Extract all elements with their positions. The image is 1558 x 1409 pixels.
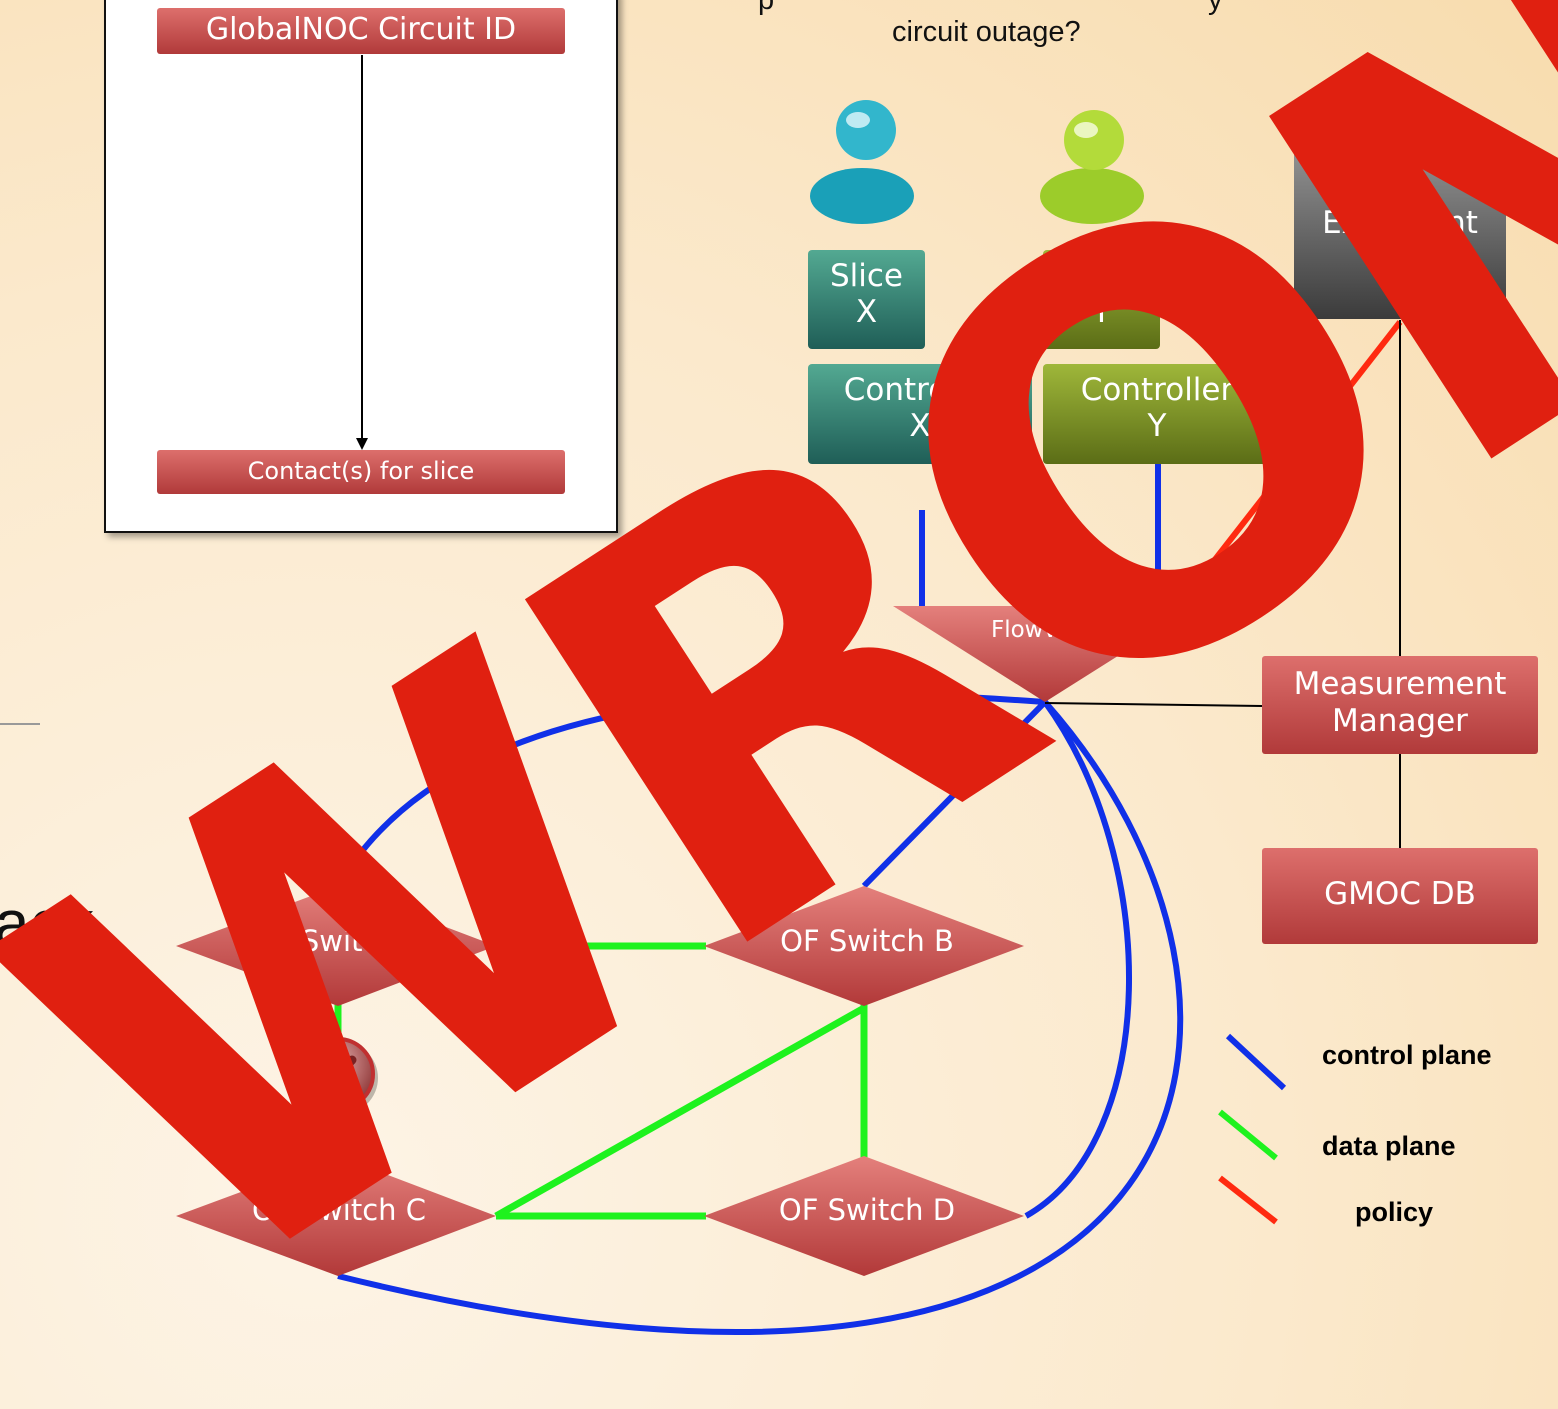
switch-d-node	[704, 1156, 1024, 1276]
arrow-head	[356, 438, 368, 450]
partial-text-ack: ack	[0, 887, 94, 959]
switch-d-label: OF Switch D	[778, 1193, 956, 1227]
policy-link-expedient-flowvisor	[1175, 320, 1403, 609]
slice-x-box: Slice X	[808, 250, 925, 349]
control-link-switch-d	[1024, 700, 1132, 1219]
contacts-for-slice-label: Contact(s) for slice	[157, 450, 565, 494]
switch-c-label: OF Switch C	[251, 1193, 427, 1227]
link-failure-x-icon	[301, 1037, 378, 1114]
circuit-id-label: GlobalNOC Circuit ID	[157, 8, 565, 54]
user-y-avatar-icon	[1040, 110, 1144, 224]
controller-y-box: Controller Y	[1043, 364, 1271, 464]
legend-policy: policy	[1355, 1197, 1434, 1227]
gmoc-db-box: GMOC DB	[1262, 848, 1538, 944]
legend-control-swatch	[1225, 1033, 1287, 1091]
question-text-fragment-right: y	[1208, 0, 1223, 16]
flowvisor-node	[893, 606, 1197, 702]
switch-a-label: OF Switch A	[252, 924, 426, 958]
question-text-fragment: p	[758, 0, 775, 16]
flowvisor-label: Flowvisor	[990, 617, 1099, 643]
switch-b-node	[704, 886, 1024, 1006]
expedient-box: Expedient	[1294, 133, 1506, 319]
legend-policy-swatch	[1218, 1175, 1278, 1225]
control-link-switch-a	[335, 690, 1046, 888]
measurement-manager-box: Measurement Manager	[1262, 656, 1538, 754]
control-link-switch-c	[337, 700, 1184, 1335]
legend-data-swatch	[1218, 1109, 1278, 1161]
question-text-circuit-outage: circuit outage?	[892, 16, 1081, 48]
legend-control-plane: control plane	[1322, 1040, 1492, 1070]
switch-b-label: OF Switch B	[780, 924, 954, 958]
user-x-avatar-icon	[810, 100, 914, 224]
switch-a-node	[176, 886, 496, 1006]
flowvisor-measurement-link	[1044, 702, 1263, 707]
controller-x-box: Controller X	[808, 364, 1032, 464]
slice-y-box: Slice Y	[1043, 250, 1160, 349]
data-link-b-c	[494, 1004, 866, 1220]
legend-data-plane: data plane	[1322, 1131, 1456, 1161]
control-link-switch-b	[861, 699, 1048, 889]
switch-c-node	[176, 1156, 496, 1276]
